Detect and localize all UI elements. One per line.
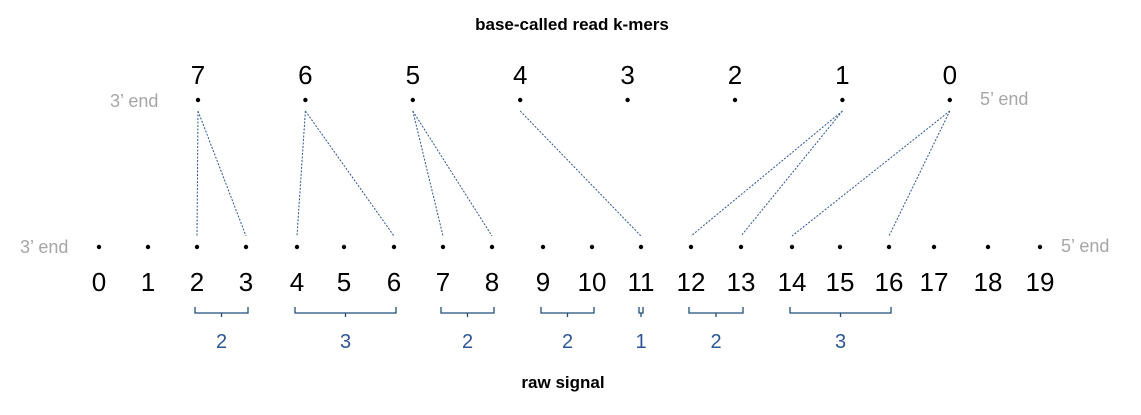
signal-dot	[886, 244, 892, 250]
signal-right-end-label: 5’ end	[1061, 236, 1109, 256]
signal-dot	[688, 244, 694, 250]
signal-dot	[440, 244, 446, 250]
kmer-label: 7	[191, 60, 205, 90]
signal-dot	[96, 244, 102, 250]
kmer-label: 1	[835, 60, 849, 90]
signal-label: 4	[290, 267, 304, 297]
signal-dot	[1037, 244, 1043, 250]
signal-dot	[194, 244, 200, 250]
signal-dot	[341, 244, 347, 250]
kmer-label: 3	[620, 60, 634, 90]
kmer-dot	[303, 97, 308, 103]
signal-dot	[738, 244, 744, 250]
signal-dot	[391, 244, 397, 250]
signal-dot	[837, 244, 843, 250]
kmer-label: 5	[406, 60, 420, 90]
signal-left-end-label: 3’ end	[20, 237, 68, 257]
mapping-line-5-7	[412, 110, 444, 237]
kmer-left-end-label: 3’ end	[110, 91, 158, 111]
signal-label: 15	[826, 267, 855, 297]
signal-label: 1	[141, 267, 155, 297]
mapping-line-7-2	[196, 110, 199, 237]
group-count-label: 2	[710, 331, 721, 353]
signal-dot	[789, 244, 795, 250]
signal-label: 17	[920, 267, 949, 297]
group-count-label: 1	[635, 331, 646, 353]
signal-label: 0	[92, 267, 106, 297]
group-count-label: 2	[216, 331, 227, 353]
signal-dot	[489, 244, 495, 250]
mapping-lines	[196, 110, 951, 237]
signal-label: 9	[536, 267, 550, 297]
group-brackets: 2 3 2 2 1 2 3	[194, 307, 892, 353]
signal-label: 19	[1026, 267, 1055, 297]
group-bracket	[789, 307, 892, 317]
signal-label: 8	[485, 267, 499, 297]
diagram-title-bottom: raw signal	[521, 373, 604, 392]
signal-label: 13	[727, 267, 756, 297]
signal-dot	[985, 244, 991, 250]
kmer-dot	[625, 97, 630, 103]
mapping-line-4-11	[519, 110, 642, 237]
signal-label: 7	[436, 267, 450, 297]
mapping-line-5-8	[412, 110, 493, 237]
signal-label: 2	[190, 267, 204, 297]
group-bracket	[440, 307, 495, 317]
kmer-label: 4	[513, 60, 527, 90]
kmer-label: 6	[298, 60, 312, 90]
signal-label: 16	[875, 267, 904, 297]
signal-label: 6	[387, 267, 401, 297]
signal-dot	[931, 244, 937, 250]
group-count-label: 2	[562, 331, 573, 353]
kmer-dot	[410, 97, 415, 103]
signal-dot	[145, 244, 151, 250]
diagram-title-top: base-called read k-mers	[475, 15, 669, 34]
group-bracket	[540, 307, 595, 317]
signal-dot	[540, 244, 546, 250]
group-bracket	[638, 307, 644, 317]
kmer-dot	[195, 97, 201, 103]
kmer-right-end-label: 5’ end	[980, 89, 1028, 109]
mapping-line-6-4	[296, 110, 306, 237]
kmer-dot	[732, 97, 738, 103]
signal-dot	[589, 244, 595, 250]
group-count-label: 2	[462, 331, 473, 353]
signal-dot	[638, 244, 644, 250]
kmer-label: 2	[728, 60, 742, 90]
mapping-line-1-13	[740, 110, 843, 237]
signal-label: 14	[778, 267, 807, 297]
signal-label: 5	[337, 267, 351, 297]
group-bracket	[294, 307, 397, 317]
kmer-dot	[947, 97, 952, 103]
signal-label: 10	[578, 267, 607, 297]
mapping-line-7-3	[197, 110, 247, 237]
mapping-line-0-16	[888, 110, 951, 237]
group-count-label: 3	[340, 331, 351, 353]
signal-dot	[243, 244, 249, 250]
signal-label: 18	[974, 267, 1003, 297]
group-count-label: 3	[835, 331, 846, 353]
signal-label: 3	[239, 267, 253, 297]
signal-dot	[294, 244, 300, 250]
group-bracket	[688, 307, 744, 317]
kmer-dot	[518, 97, 523, 103]
kmer-label: 0	[943, 60, 957, 90]
signal-label: 12	[677, 267, 706, 297]
mapping-line-0-14	[791, 110, 951, 237]
kmer-dot	[840, 97, 845, 103]
mapping-line-1-12	[690, 110, 843, 237]
kmer-row: 7 6 5 4 3 2 1 0	[191, 60, 957, 103]
signal-label: 11	[628, 267, 655, 297]
group-bracket	[194, 307, 249, 317]
mapping-line-6-6	[304, 110, 395, 237]
